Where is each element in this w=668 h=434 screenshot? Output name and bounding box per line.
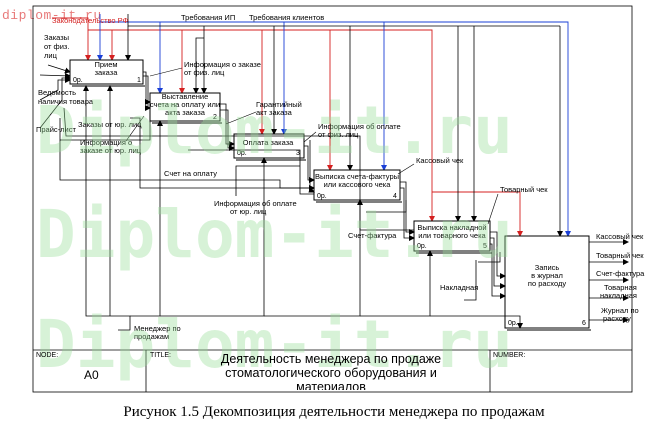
- label-orders-legal: Заказы от юр. лиц: [78, 120, 142, 129]
- footer-title-label: TITLE:: [150, 352, 172, 359]
- box-1-number: 1: [137, 77, 141, 84]
- output-invoice-label: Счет-фактура: [596, 269, 645, 278]
- label-cash-receipt: Кассовый чек: [416, 156, 464, 165]
- input-arrows: [39, 64, 71, 129]
- footer-number-label: NUMBER:: [493, 352, 526, 359]
- box-3-label: Оплата заказа: [243, 138, 294, 147]
- box-3-number: 3: [296, 150, 300, 157]
- output-sales-receipt-label: Товарный чек: [596, 251, 644, 260]
- footer-title-value: Деятельность менеджера по продаже стомат…: [220, 352, 442, 390]
- box-5-cost: 0р.: [417, 243, 427, 250]
- box-6-number: 6: [582, 320, 586, 327]
- diagram-frame: [32, 5, 633, 393]
- feedback-arrows: [366, 200, 501, 301]
- box-2-number: 2: [213, 114, 217, 121]
- label-waybill: Накладная: [440, 283, 478, 292]
- box-4-number: 4: [393, 193, 397, 200]
- box-3-cost: 0р.: [237, 150, 247, 157]
- ip-requirements-arrow: [97, 14, 571, 237]
- control-clients-label: Требования клиентов: [249, 13, 324, 22]
- internal-arrows: [59, 71, 506, 299]
- label-invoice-payment: Счет на оплату: [164, 169, 217, 178]
- label-invoice: Счет-фактура: [348, 231, 397, 240]
- output-arrows: [589, 239, 629, 323]
- mechanism-arrows: [83, 85, 523, 331]
- box-1-cost: 0р.: [73, 77, 83, 84]
- watermark-big-2: Diplom-it.ru: [36, 196, 513, 273]
- control-legislation-label: Законодательство РФ: [52, 16, 129, 25]
- client-requirements-arrow: [125, 14, 563, 237]
- watermark-top: diplom-it.ru: [2, 8, 102, 23]
- box-6-cost: 0р.: [508, 320, 518, 327]
- control-ip-label: Требования ИП: [181, 13, 235, 22]
- footer-node-label: NODE:: [36, 352, 59, 359]
- watermark-big-3: Diplom-it.ru: [36, 306, 513, 383]
- footer-node-value: А0: [84, 368, 99, 382]
- legislation-arrow: [52, 17, 523, 237]
- box-5-number: 5: [483, 243, 487, 250]
- idef0-diagram: Законодательство РФ Требования ИП Требов…: [32, 5, 645, 393]
- output-cash-receipt-label: Кассовый чек: [596, 232, 644, 241]
- figure-caption: Рисунок 1.5 Декомпозиция деятельности ме…: [123, 404, 545, 420]
- box-4-cost: 0р.: [317, 193, 327, 200]
- watermark-big-1: Diplom-it.ru: [36, 92, 513, 169]
- input-price-list-label: Прайс-лист: [36, 125, 76, 134]
- label-sales-receipt: Товарный чек: [500, 185, 548, 194]
